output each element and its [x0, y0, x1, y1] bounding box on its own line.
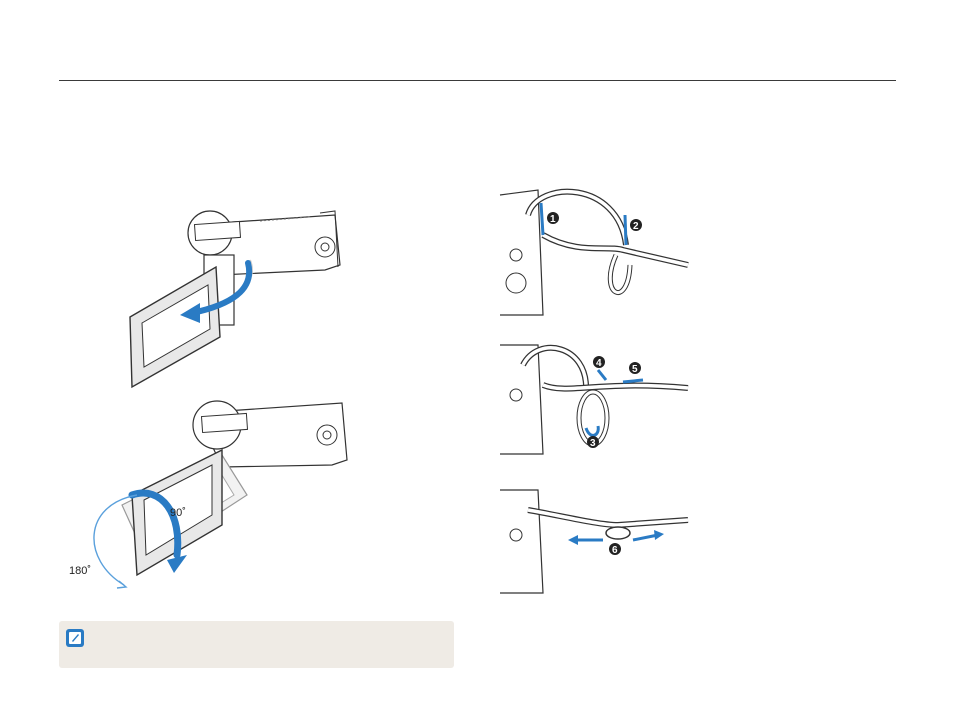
header-rule: [59, 80, 896, 81]
screen-open-illustration: [120, 205, 350, 395]
angle-180-label: 180˚: [69, 565, 91, 577]
strap-step-2-illustration: 4 5 3: [498, 340, 693, 458]
screen-rotate-illustration: 90˚ 180˚: [62, 395, 352, 595]
step-4-number: 4: [596, 358, 602, 369]
angle-90-label: 90˚: [170, 507, 186, 519]
strap-step-1-illustration: 1 2: [498, 175, 693, 320]
note-box: [59, 621, 454, 668]
step-3-number: 3: [590, 438, 596, 449]
step-2-number: 2: [633, 221, 639, 232]
note-pencil-icon: [65, 628, 85, 648]
step-5-number: 5: [632, 364, 638, 375]
step-1-number: 1: [550, 214, 556, 225]
step-6-number: 6: [612, 545, 618, 556]
strap-step-3-illustration: 6: [498, 485, 693, 597]
